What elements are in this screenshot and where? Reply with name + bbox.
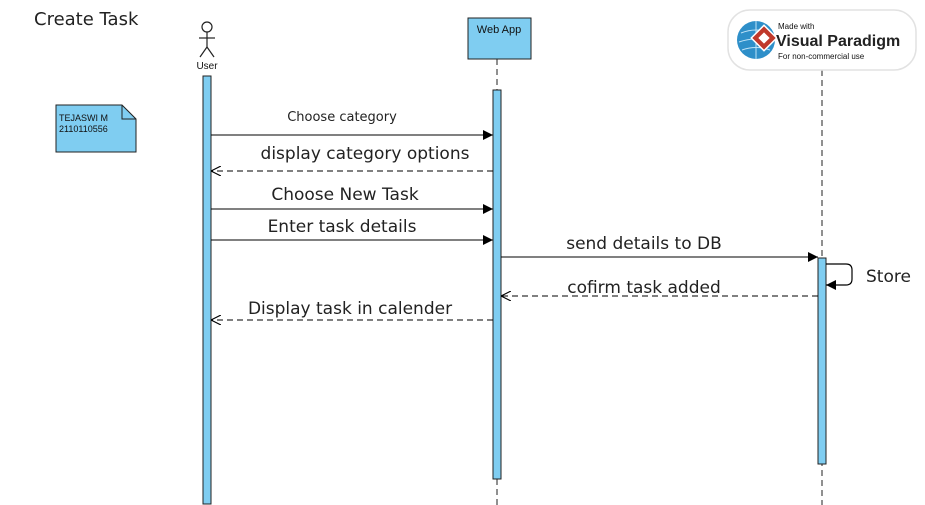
message-label: Enter task details	[268, 217, 417, 237]
lifeline-webapp-head[interactable]: Web App	[467, 17, 532, 60]
note-line-1: TEJASWI M	[59, 113, 108, 123]
message-label: display category options	[261, 144, 470, 164]
visual-paradigm-logo-icon	[737, 21, 778, 59]
message-label: Display task in calender	[248, 299, 452, 319]
message-store-self[interactable]: Store	[826, 263, 911, 290]
lifeline-webapp-label: Web App	[477, 24, 521, 36]
watermark-brand: Visual Paradigm	[776, 33, 900, 50]
db-activation-bar	[817, 257, 827, 465]
actor-user-label: User	[196, 61, 218, 72]
message-label: Store	[866, 267, 911, 287]
visual-paradigm-watermark: Made with Visual Paradigm For non-commer…	[727, 9, 917, 71]
diagram-title: Create Task	[34, 9, 139, 30]
stick-figure-icon	[199, 21, 215, 58]
watermark-made-with: Made with	[778, 22, 814, 31]
message-display-task-in-calendar[interactable]: Display task in calender	[211, 299, 493, 320]
message-enter-task-details[interactable]: Enter task details	[211, 217, 493, 245]
actor-user[interactable]: User	[196, 21, 218, 72]
note[interactable]: TEJASWI M 2110110556	[55, 104, 137, 153]
message-label: Choose New Task	[271, 185, 418, 205]
message-send-details-to-db[interactable]: send details to DB	[501, 234, 818, 262]
message-label: send details to DB	[566, 234, 722, 254]
note-line-2: 2110110556	[59, 124, 108, 134]
message-label: Choose category	[287, 110, 397, 125]
webapp-activation-bar	[492, 89, 502, 480]
message-confirm-task-added[interactable]: cofirm task added	[501, 278, 818, 298]
message-display-category-options[interactable]: display category options	[211, 144, 493, 171]
message-choose-category[interactable]: Choose category	[211, 110, 493, 140]
watermark-subtitle: For non-commercial use	[778, 52, 865, 61]
message-label: cofirm task added	[567, 278, 721, 298]
user-activation-bar	[202, 75, 212, 505]
message-choose-new-task[interactable]: Choose New Task	[211, 185, 493, 214]
